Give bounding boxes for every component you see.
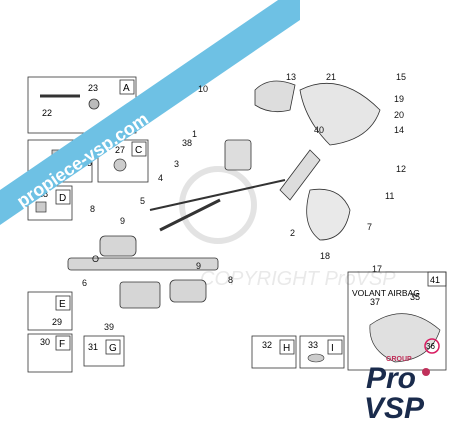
svg-text:9: 9: [120, 216, 125, 226]
svg-text:4: 4: [158, 173, 163, 183]
svg-text:3: 3: [174, 159, 179, 169]
part-30: 30: [40, 337, 50, 347]
svg-text:7: 7: [367, 222, 372, 232]
svg-text:1: 1: [192, 129, 197, 139]
box-f: F 30: [27, 333, 73, 373]
box-h: H 32: [251, 335, 297, 369]
watermark: COPYRIGHT ProVSP: [179, 166, 396, 290]
svg-text:C: C: [135, 145, 142, 156]
part-23: 23: [88, 83, 98, 93]
highlight-circle: [424, 338, 440, 354]
svg-text:20: 20: [394, 110, 404, 120]
part-31: 31: [88, 342, 98, 352]
svg-text:I: I: [331, 343, 334, 354]
watermark-text: COPYRIGHT ProVSP: [200, 268, 396, 290]
steering-rack: [67, 235, 219, 309]
svg-text:5: 5: [140, 196, 145, 206]
svg-text:8: 8: [228, 275, 233, 285]
svg-text:D: D: [59, 193, 66, 204]
airbag-box: 41 VOLANT AIRBAG 35 37 36: [347, 271, 447, 371]
box-a-letter: A: [123, 83, 130, 94]
svg-text:12: 12: [396, 164, 406, 174]
part-29: 29: [52, 317, 62, 327]
svg-text:18: 18: [320, 251, 330, 261]
svg-text:2: 2: [290, 228, 295, 238]
svg-text:38: 38: [182, 138, 192, 148]
airbag-box-title: VOLANT AIRBAG: [352, 288, 420, 298]
svg-text:6: 6: [82, 278, 87, 288]
svg-text:F: F: [59, 339, 65, 350]
part-36: 36: [426, 342, 435, 351]
part-22: 22: [42, 108, 52, 118]
svg-text:14: 14: [394, 125, 404, 135]
svg-text:15: 15: [396, 72, 406, 82]
logo-dot: [422, 368, 430, 376]
provsp-logo: GROUP Pro VSP: [362, 356, 442, 426]
airbag-box-number: 41: [430, 275, 440, 285]
logo-group-text: GROUP: [386, 356, 412, 363]
logo-line2: VSP: [364, 392, 425, 425]
svg-text:35: 35: [410, 292, 420, 302]
part-27: 27: [115, 145, 125, 155]
svg-text:17: 17: [372, 264, 382, 274]
svg-text:39: 39: [104, 322, 114, 332]
box-a: A 23 22: [27, 76, 137, 134]
part-33: 33: [308, 340, 318, 350]
banner-text: propiece-vsp.com: [13, 109, 152, 212]
box-g: G 31: [83, 335, 125, 367]
svg-text:21: 21: [326, 72, 336, 82]
svg-text:13: 13: [286, 72, 296, 82]
svg-text:37: 37: [370, 297, 380, 307]
svg-text:9: 9: [196, 261, 201, 271]
part-labels: 13 10 21 15 19 20 14 40 12 11 38 1 3 4 5…: [82, 72, 406, 332]
svg-text:11: 11: [385, 191, 394, 201]
svg-text:E: E: [59, 299, 66, 310]
svg-text:H: H: [283, 343, 290, 354]
svg-text:8: 8: [90, 204, 95, 214]
part-32: 32: [262, 340, 272, 350]
box-e: E 29: [27, 291, 73, 331]
steering-column: [149, 80, 381, 241]
svg-text:10: 10: [198, 84, 208, 94]
logo-line1: Pro: [366, 362, 417, 395]
box-i: I 33: [299, 335, 345, 369]
svg-text:40: 40: [314, 125, 324, 135]
svg-text:G: G: [109, 343, 117, 354]
svg-text:O: O: [92, 254, 99, 264]
svg-text:19: 19: [394, 94, 404, 104]
